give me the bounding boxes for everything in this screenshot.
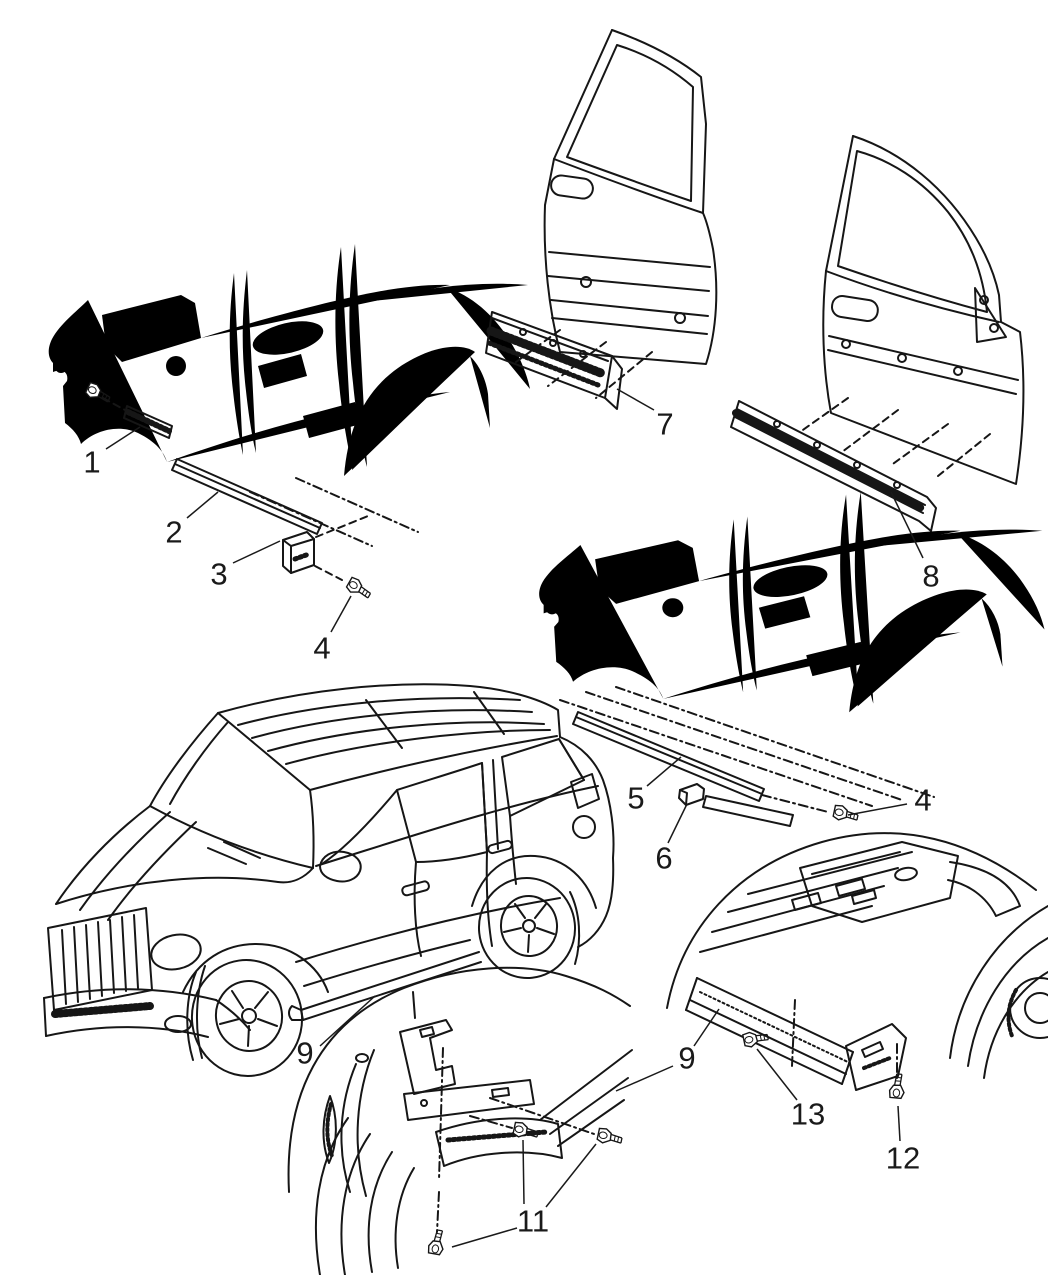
view-vehicle xyxy=(43,683,615,1077)
quarter-applique-part-1 xyxy=(83,380,173,439)
view-sill-underside-detail xyxy=(666,832,1048,1100)
vehicle-doors-rocker xyxy=(288,815,561,1021)
front-door-art xyxy=(799,135,1025,485)
callout-label-6: 6 xyxy=(655,841,672,876)
callout-label-4: 4 xyxy=(313,631,330,666)
rear-door-art xyxy=(515,29,718,399)
view-rear-door xyxy=(485,29,718,410)
tire-ribs xyxy=(949,905,1048,1079)
callout-leader-7 xyxy=(616,388,655,411)
callout-leader-8 xyxy=(890,491,924,559)
sill-molding-part-5 xyxy=(559,686,935,827)
view-body-side-front xyxy=(539,453,1045,827)
sill-molding-part-2 xyxy=(171,458,419,547)
vehicle-windshield xyxy=(149,712,315,869)
callout-leader-11 xyxy=(522,1139,525,1205)
rear-door-cladding-part-7 xyxy=(485,311,623,410)
view-wheel-opening-detail xyxy=(287,966,633,1275)
body-side-aperture-art xyxy=(539,453,1045,738)
callout-leader-6 xyxy=(667,803,688,844)
callout-label-9: 9 xyxy=(678,1041,695,1076)
fastener-links xyxy=(436,1047,595,1233)
callout-leader-3 xyxy=(232,540,281,564)
callout-label-3: 3 xyxy=(210,557,227,592)
callout-leader-11 xyxy=(451,1227,518,1248)
callout-label-5: 5 xyxy=(627,781,644,816)
callout-label-8: 8 xyxy=(922,559,939,594)
detail-circle-arc xyxy=(287,966,631,1193)
detail-circle-arc xyxy=(666,832,1037,1009)
vehicle-grille-bumper xyxy=(43,907,251,1038)
bracket-part-3 xyxy=(282,515,369,581)
front-door-cladding-part-8 xyxy=(730,400,937,532)
callout-leader-11 xyxy=(545,1143,597,1208)
bolt-icon xyxy=(511,1120,540,1142)
flare-bracket xyxy=(355,1019,563,1167)
callout-label-1: 1 xyxy=(83,445,100,480)
vehicle-hood xyxy=(55,805,314,921)
vehicle-rear xyxy=(471,736,615,979)
callout-leader-9 xyxy=(615,1065,674,1092)
callout-label-2: 2 xyxy=(165,515,182,550)
crossmember-bracket xyxy=(799,841,1021,923)
callout-label-7: 7 xyxy=(656,407,673,442)
floor-pan xyxy=(699,851,913,953)
callout-leader-9 xyxy=(319,995,376,1047)
sill-end-bracket xyxy=(845,1023,907,1091)
callout-label-11: 11 xyxy=(517,1204,549,1239)
callout-leader-4 xyxy=(330,595,352,633)
callout-leader-13 xyxy=(756,1048,798,1101)
diagram-art xyxy=(43,29,1048,1275)
clip-part-6 xyxy=(678,783,705,806)
callout-leader-1 xyxy=(105,426,141,450)
callout-leader-9 xyxy=(693,1008,720,1047)
bolt-icon xyxy=(426,1228,447,1256)
fastener-links xyxy=(791,999,898,1081)
callout-label-13: 13 xyxy=(791,1097,825,1132)
sill-molding-part-9 xyxy=(685,977,854,1085)
rocker-molding-part-9 xyxy=(300,951,480,1011)
callout-leader-12 xyxy=(897,1105,901,1142)
vehicle-roof-rack xyxy=(217,683,561,791)
screw-part-4b xyxy=(761,794,860,825)
view-body-side-rear-quarter xyxy=(48,204,531,602)
callout-label-9: 9 xyxy=(296,1036,313,1071)
wheel-liner-ribs xyxy=(314,1049,415,1275)
callout-label-4: 4 xyxy=(914,783,931,818)
callout-label-12: 12 xyxy=(886,1141,920,1176)
vehicle-side-glass xyxy=(315,738,600,883)
body-side-aperture-art xyxy=(48,204,531,503)
callout-leader-4 xyxy=(847,803,908,816)
molding-fragment xyxy=(539,1049,633,1147)
callout-leader-5 xyxy=(646,756,682,787)
bolt-icon xyxy=(595,1126,624,1148)
callout-leader-2 xyxy=(186,491,219,519)
view-front-door xyxy=(730,135,1025,532)
